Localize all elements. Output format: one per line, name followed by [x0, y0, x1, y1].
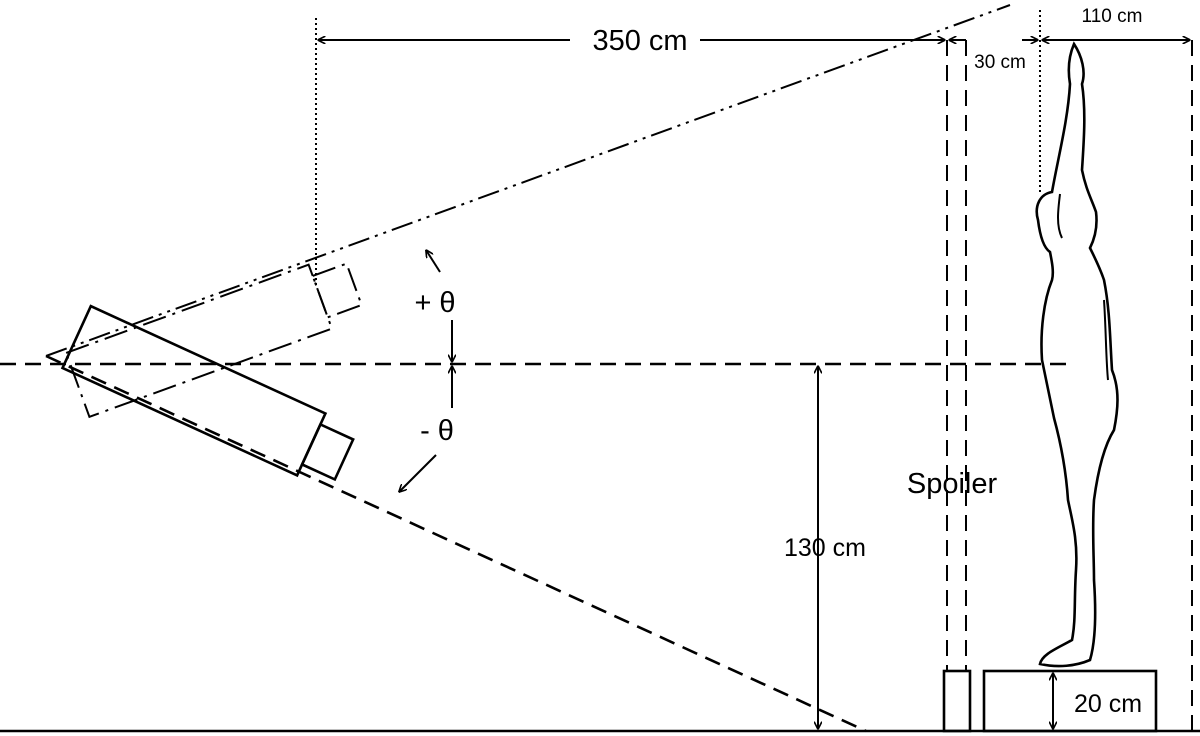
camera-tilted-up	[64, 262, 363, 419]
subject-platform	[982, 669, 1158, 733]
label-110cm: 110 cm	[1082, 6, 1143, 27]
label-350cm: 350 cm	[592, 25, 687, 57]
downward-view-line	[45, 354, 867, 733]
human-arm-detail	[1057, 193, 1109, 381]
label-30cm: 30 cm	[974, 52, 1026, 73]
label-20cm: 20 cm	[1074, 690, 1142, 718]
label-spoiler: Spoiler	[907, 468, 998, 500]
human-figure	[1035, 41, 1119, 668]
label-130cm: 130 cm	[784, 534, 866, 562]
label-angle-up: + θ	[414, 287, 455, 319]
angle-down-indicator	[399, 366, 452, 492]
angle-up-indicator	[426, 250, 452, 362]
upward-view-line	[45, 4, 1011, 357]
camera-tilted-down	[60, 304, 355, 482]
spoiler-panel	[942, 40, 972, 733]
label-angle-down: - θ	[420, 415, 454, 447]
